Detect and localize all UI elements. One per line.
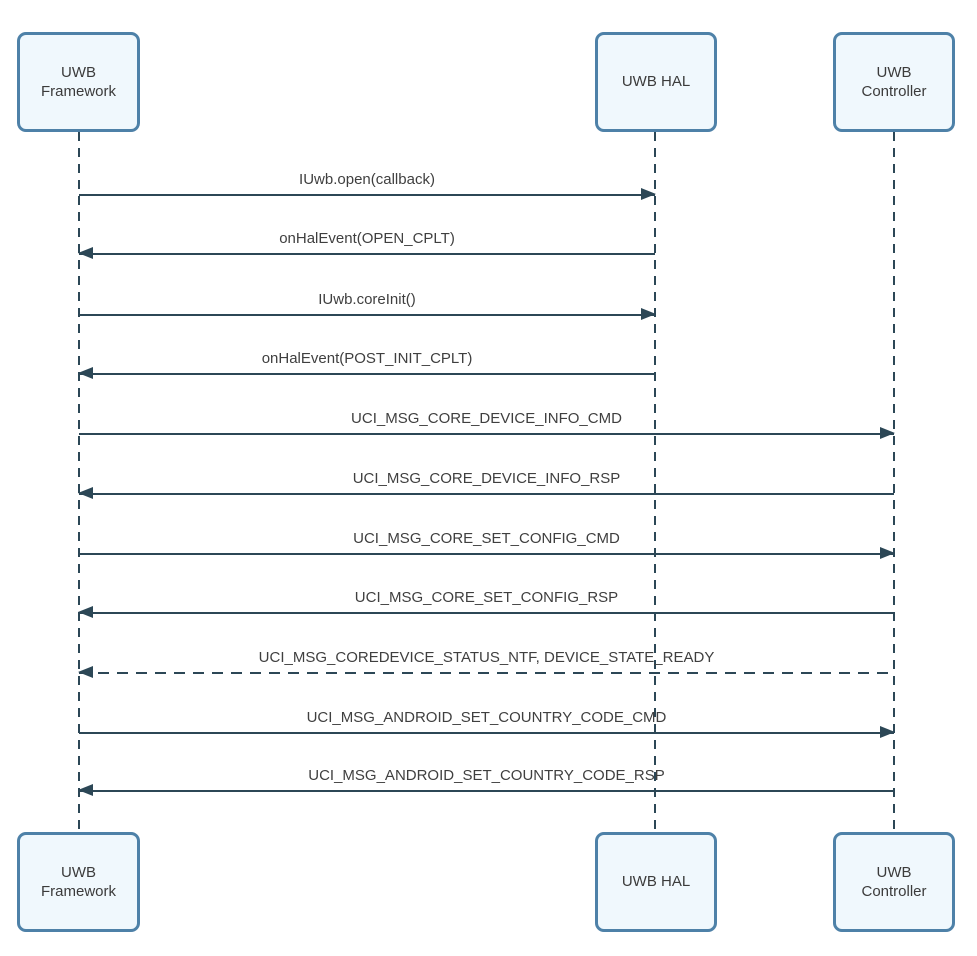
message-line xyxy=(79,373,655,375)
message-line xyxy=(79,194,655,196)
actor-uwb-controller-top: UWB Controller xyxy=(833,32,955,132)
actor-label: UWB Framework xyxy=(40,63,116,101)
message-label: IUwb.open(callback) xyxy=(299,171,435,188)
message-iuwb-open: IUwb.open(callback) xyxy=(79,166,656,200)
message-label: UCI_MSG_CORE_DEVICE_INFO_CMD xyxy=(351,410,622,427)
actor-label: UWB HAL xyxy=(621,73,691,91)
message-label: IUwb.coreInit() xyxy=(318,291,416,308)
message-line xyxy=(79,433,894,435)
message-line xyxy=(79,553,894,555)
message-core-set-config-rsp: UCI_MSG_CORE_SET_CONFIG_RSP xyxy=(78,584,894,618)
message-line xyxy=(79,612,894,614)
actor-label: UWB Framework xyxy=(40,863,116,901)
message-android-set-country-code-rsp: UCI_MSG_ANDROID_SET_COUNTRY_CODE_RSP xyxy=(78,762,894,796)
arrowhead-right-icon xyxy=(880,547,895,559)
message-android-set-country-code-cmd: UCI_MSG_ANDROID_SET_COUNTRY_CODE_CMD xyxy=(79,704,895,738)
actor-uwb-framework-bottom: UWB Framework xyxy=(17,832,140,932)
message-label: UCI_MSG_CORE_DEVICE_INFO_RSP xyxy=(352,470,621,487)
arrowhead-left-icon xyxy=(78,784,93,796)
message-line xyxy=(79,732,894,734)
message-line xyxy=(79,493,894,495)
actor-uwb-hal-bottom: UWB HAL xyxy=(595,832,717,932)
lifeline-uwb-hal xyxy=(654,132,656,832)
message-core-device-info-rsp: UCI_MSG_CORE_DEVICE_INFO_RSP xyxy=(78,465,894,499)
message-line xyxy=(79,253,655,255)
actor-uwb-framework-top: UWB Framework xyxy=(17,32,140,132)
actor-uwb-hal-top: UWB HAL xyxy=(595,32,717,132)
actor-label: UWB Controller xyxy=(861,863,927,901)
message-line xyxy=(79,790,894,792)
message-label: onHalEvent(POST_INIT_CPLT) xyxy=(261,350,473,367)
actor-label: UWB HAL xyxy=(621,873,691,891)
arrowhead-right-icon xyxy=(880,726,895,738)
lifeline-uwb-framework xyxy=(78,132,80,832)
arrowhead-left-icon xyxy=(78,367,93,379)
message-core-set-config-cmd: UCI_MSG_CORE_SET_CONFIG_CMD xyxy=(79,525,895,559)
arrowhead-left-icon xyxy=(78,247,93,259)
arrowhead-left-icon xyxy=(78,487,93,499)
message-label: UCI_MSG_CORE_SET_CONFIG_RSP xyxy=(354,589,619,606)
arrowhead-right-icon xyxy=(641,308,656,320)
arrowhead-left-icon xyxy=(78,606,93,618)
message-line-dashed xyxy=(79,672,894,674)
message-label: UCI_MSG_ANDROID_SET_COUNTRY_CODE_CMD xyxy=(306,709,667,726)
message-label: UCI_MSG_CORE_SET_CONFIG_CMD xyxy=(353,530,620,547)
actor-label: UWB Controller xyxy=(861,63,927,101)
message-device-status-ntf: UCI_MSG_COREDEVICE_STATUS_NTF, DEVICE_ST… xyxy=(78,644,894,678)
message-label: UCI_MSG_COREDEVICE_STATUS_NTF, DEVICE_ST… xyxy=(258,649,715,666)
arrowhead-right-icon xyxy=(641,188,656,200)
lifeline-uwb-controller xyxy=(893,132,895,832)
arrowhead-left-icon xyxy=(78,666,93,678)
message-core-device-info-cmd: UCI_MSG_CORE_DEVICE_INFO_CMD xyxy=(79,405,895,439)
arrowhead-right-icon xyxy=(880,427,895,439)
message-iuwb-coreinit: IUwb.coreInit() xyxy=(79,286,656,320)
message-line xyxy=(79,314,655,316)
message-label: onHalEvent(OPEN_CPLT) xyxy=(279,230,455,247)
message-onhalevent-post-init-cplt: onHalEvent(POST_INIT_CPLT) xyxy=(78,345,655,379)
message-label: UCI_MSG_ANDROID_SET_COUNTRY_CODE_RSP xyxy=(308,767,665,784)
actor-uwb-controller-bottom: UWB Controller xyxy=(833,832,955,932)
message-onhalevent-open-cplt: onHalEvent(OPEN_CPLT) xyxy=(78,225,655,259)
